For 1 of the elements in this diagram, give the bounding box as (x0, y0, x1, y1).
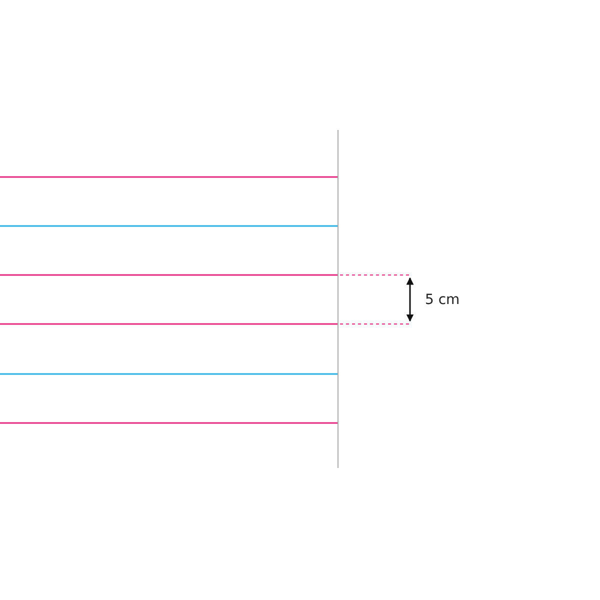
dimension-label: 5 cm (425, 292, 460, 308)
